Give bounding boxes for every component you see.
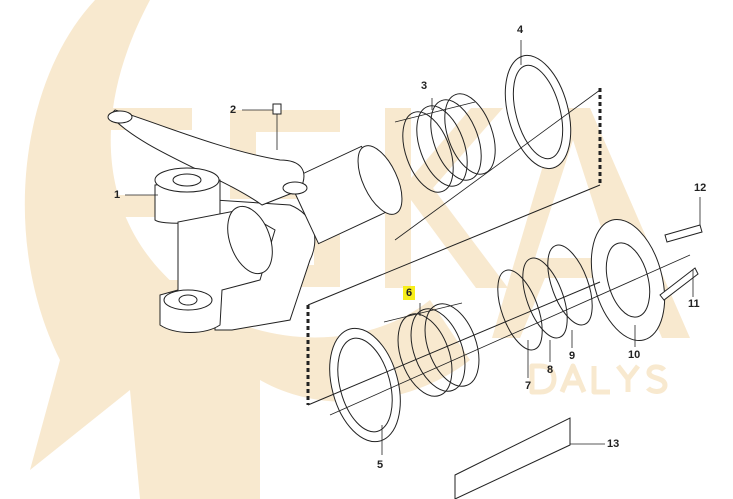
callout-1[interactable]: 1 [114, 189, 121, 201]
bearing-race-set-lower [397, 303, 480, 397]
dashed-frame [306, 88, 602, 406]
leader-lines [125, 40, 701, 455]
callout-12[interactable]: 12 [694, 182, 707, 194]
cover-plate [590, 218, 666, 342]
bearing-race-set-upper [402, 93, 496, 193]
callout-5[interactable]: 5 [377, 459, 384, 471]
callout-2[interactable]: 2 [230, 104, 237, 116]
callout-8[interactable]: 8 [547, 364, 554, 376]
axis-lines [329, 89, 691, 416]
steering-knuckle [107, 109, 403, 333]
seal-ring-lower [329, 327, 401, 443]
shims [497, 244, 593, 351]
callout-4[interactable]: 4 [517, 24, 524, 36]
callout-3[interactable]: 3 [421, 80, 428, 92]
bolt [659, 267, 699, 301]
kit-sheet [454, 417, 571, 499]
callout-7[interactable]: 7 [525, 380, 532, 392]
callout-10[interactable]: 10 [628, 349, 641, 361]
plug [272, 103, 282, 115]
bolt [664, 224, 703, 243]
callout-13[interactable]: 13 [607, 438, 620, 450]
callout-11[interactable]: 11 [688, 298, 700, 310]
callout-6[interactable]: 6 [403, 286, 416, 300]
callout-9[interactable]: 9 [569, 350, 576, 362]
watermark-dalys [529, 363, 668, 395]
seal-ring-upper [504, 54, 572, 170]
